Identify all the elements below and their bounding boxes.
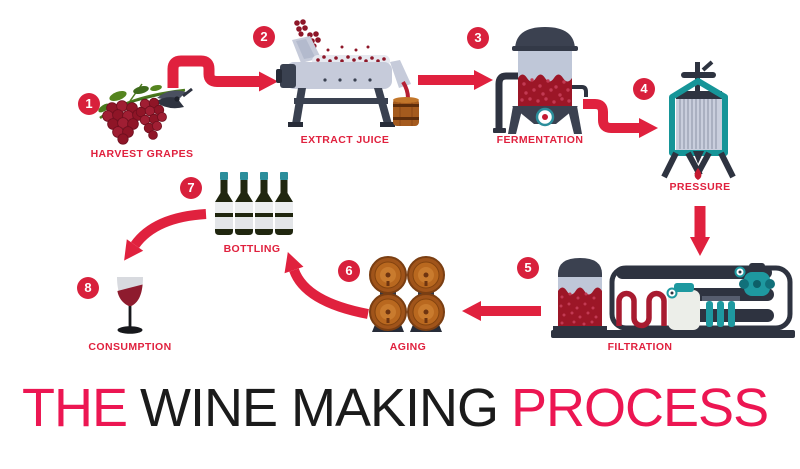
step-badge-6: 6 — [338, 260, 360, 282]
wine-bottle-icon — [235, 172, 253, 235]
wine-bottle-icon — [275, 172, 293, 235]
barrel-face — [407, 293, 445, 331]
grapes-shears-icon — [98, 83, 193, 145]
fermentation-tank-icon — [493, 27, 588, 134]
arrow-step3-to-step4 — [583, 99, 658, 138]
step-label-bottling: BOTTLING — [223, 243, 281, 255]
arrow-step2-to-step3 — [418, 70, 493, 90]
step-label-aging: AGING — [389, 341, 427, 353]
fermentation-bubbles — [520, 78, 571, 104]
arrow-step5-to-step6 — [462, 301, 541, 321]
pruning-shears-icon — [155, 87, 193, 109]
wine-press-icon — [661, 60, 736, 180]
white-vessel-icon — [668, 290, 700, 330]
barrel-face — [407, 256, 445, 294]
step-label-filtration: FILTRATION — [607, 341, 673, 353]
step-badge-4: 4 — [633, 78, 655, 100]
title-wine-making: WINE MAKING — [140, 378, 499, 438]
step-badge-8: 8 — [77, 277, 99, 299]
title-process: PROCESS — [511, 378, 769, 438]
step-badge-5: 5 — [517, 257, 539, 279]
filter-cartridges-icon — [706, 301, 735, 327]
arrow-step1-to-step2 — [167, 55, 278, 92]
step-badge-3: 3 — [467, 27, 489, 49]
wine-glass-icon — [117, 277, 143, 334]
step-label-consumption: CONSUMPTION — [88, 341, 172, 353]
step-badge-2: 2 — [253, 26, 275, 48]
wine-bottles-icon — [215, 172, 293, 235]
coil-pipe-icon — [616, 290, 667, 329]
step-label-extract-juice: EXTRACT JUICE — [300, 134, 390, 146]
grapes-in-trough — [316, 45, 386, 63]
arrow-step4-to-step5 — [690, 206, 710, 256]
crusher-machine-icon — [276, 19, 419, 127]
arrow-step6-to-step7 — [284, 252, 369, 319]
falling-grapes-icon — [294, 19, 321, 49]
arrow-step7-to-step8 — [124, 209, 207, 261]
wine-bottle-icon — [215, 172, 233, 235]
title-the: THE — [22, 378, 128, 438]
barrel-face — [369, 256, 407, 294]
pump-icon — [739, 263, 775, 296]
step-badge-7: 7 — [180, 177, 202, 199]
wine-bottle-icon — [255, 172, 273, 235]
barrel-face — [369, 293, 407, 331]
step-label-harvest-grapes: HARVEST GRAPES — [90, 148, 194, 160]
step-badge-1: 1 — [78, 93, 100, 115]
filtration-unit-icon — [551, 258, 795, 338]
juice-barrel-icon — [393, 97, 419, 126]
step-label-fermentation: FERMENTATION — [496, 134, 584, 146]
step-label-pressure: PRESSURE — [669, 181, 731, 193]
juice-drop-icon — [694, 168, 702, 180]
oak-barrels-icon — [369, 256, 445, 332]
